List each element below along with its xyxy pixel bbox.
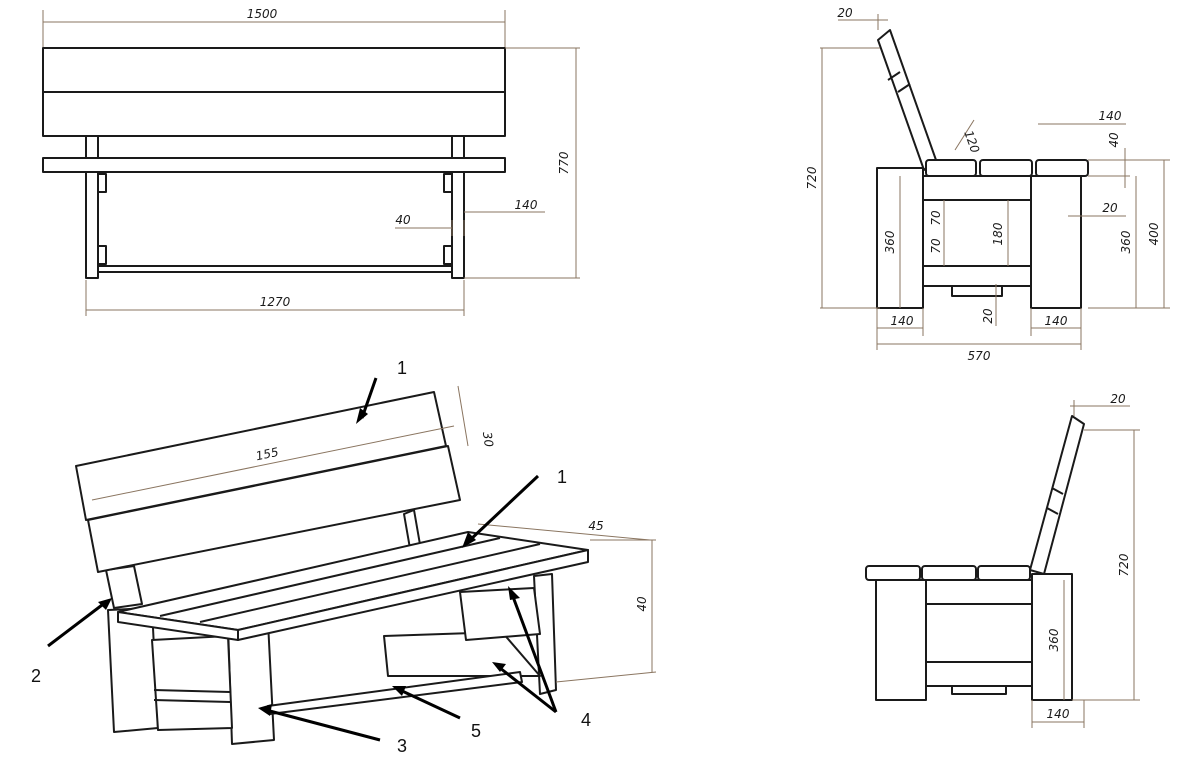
seat-slat-3 (977, 565, 1031, 581)
back-post-right (451, 135, 465, 159)
side-view-bottom: 20 720 360 140 (865, 392, 1140, 728)
dim-seat-height-right: 360 (1119, 230, 1133, 253)
callout-2: 2 (31, 666, 41, 686)
seat-board (42, 157, 506, 173)
seat-slat-2 (921, 565, 977, 581)
dim-lower-gap: 70 (929, 238, 943, 254)
back-post-left (85, 135, 99, 159)
seat-slat-1 (925, 159, 977, 177)
front-leg (1030, 175, 1082, 309)
dim-side-gap: 20 (1102, 201, 1118, 215)
dim-slot: 120 (961, 128, 982, 155)
dim-back-width: 30 (480, 431, 496, 448)
rear-leg (1031, 573, 1073, 701)
seat-frame (925, 579, 1033, 687)
front-leg (875, 579, 927, 701)
back-board-upper (42, 47, 506, 93)
dim-depth: 570 (968, 349, 991, 363)
callout-1-back: 1 (397, 358, 407, 378)
dim-height: 720 (805, 166, 819, 189)
seat-slat-2 (979, 159, 1033, 177)
dim-seat-board-width: 140 (1099, 109, 1122, 123)
callout-4: 4 (581, 710, 591, 730)
dim-back-thickness: 20 (1110, 392, 1126, 406)
dim-left-leg: 140 (891, 314, 914, 328)
callout-3: 3 (397, 736, 407, 756)
stretcher (97, 265, 453, 273)
bottom-stretcher (267, 671, 523, 715)
dim-leg-width: 140 (515, 198, 538, 212)
seat-slat-1 (865, 565, 921, 581)
dim-upper-gap: 70 (929, 210, 943, 226)
callouts: 1 1 2 3 4 5 (31, 358, 591, 756)
callout-1-seat: 1 (557, 467, 567, 487)
front-leg-right (451, 171, 465, 279)
perspective-view: 155 30 45 40 (75, 385, 657, 745)
dim-seat-height-left: 360 (883, 230, 897, 253)
dim-seat-depth: 45 (588, 519, 603, 533)
front-leg-block-left-bottom (97, 245, 107, 265)
dim-total-seat-height: 400 (1147, 222, 1161, 245)
dim-height: 720 (1117, 553, 1131, 576)
frame-foot (951, 285, 1003, 297)
dim-total-length: 1500 (247, 7, 278, 21)
side-view-top: 20 720 140 40 120 360 360 400 70 (805, 6, 1170, 363)
backrest-board (877, 29, 937, 171)
front-view: 1500 770 1270 40 140 (42, 7, 580, 316)
dim-seat-board-thickness: 40 (1107, 132, 1121, 148)
dim-back-length: 155 (255, 445, 280, 463)
dim-middle-height: 180 (991, 222, 1005, 245)
dim-seat-height: 40 (635, 596, 649, 612)
dim-back-thickness: 20 (837, 6, 853, 20)
seat-side-edge (237, 549, 589, 641)
front-leg-block-right-top (443, 173, 453, 193)
front-leg-block-left-top (97, 173, 107, 193)
front-leg-left (85, 171, 99, 279)
dim-height: 770 (557, 151, 571, 174)
rear-post-left (105, 565, 143, 609)
dim-leg-width: 140 (1047, 707, 1070, 721)
dim-bottom-gap: 20 (981, 308, 995, 324)
seat-slat-3 (1035, 159, 1089, 177)
back-board-lower (87, 445, 461, 573)
backrest-board (1029, 415, 1085, 575)
side-frame (151, 635, 233, 731)
dim-seat-height: 360 (1047, 628, 1061, 651)
back-board-lower (42, 91, 506, 137)
frame-foot (951, 685, 1007, 695)
dim-leg-spacing: 1270 (260, 295, 291, 309)
callout-5: 5 (471, 721, 481, 741)
armrest-bracket (459, 587, 541, 641)
seat-frame (922, 175, 1032, 287)
dim-right-leg: 140 (1045, 314, 1068, 328)
dim-beam-thickness: 40 (395, 213, 411, 227)
front-leg-block-right-bottom (443, 245, 453, 265)
armrest (383, 631, 541, 677)
